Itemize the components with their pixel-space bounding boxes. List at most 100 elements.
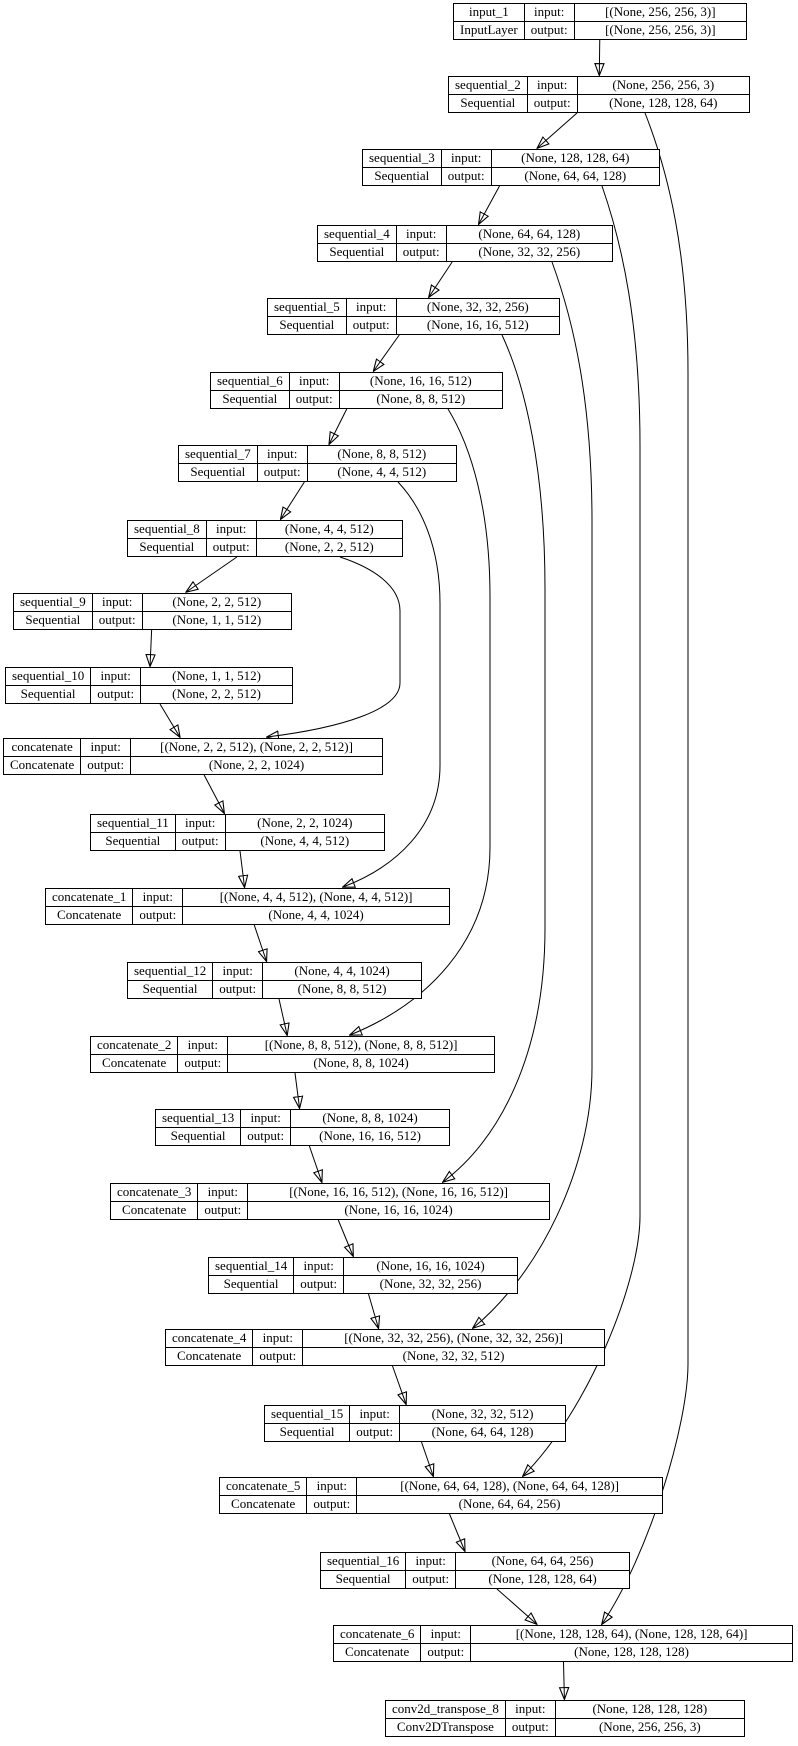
output-label: output: bbox=[294, 1275, 345, 1293]
input-label: input: bbox=[406, 1553, 457, 1571]
input-label: input: bbox=[198, 1184, 249, 1202]
input-label: input: bbox=[213, 963, 264, 981]
input-shape: [(None, 2, 2, 512), (None, 2, 2, 512)] bbox=[131, 739, 382, 757]
input-label: input: bbox=[396, 226, 447, 244]
output-label: output: bbox=[91, 685, 142, 703]
output-shape: (None, 32, 32, 256) bbox=[478, 244, 581, 260]
input-shape: (None, 32, 32, 512) bbox=[400, 1406, 565, 1424]
edge-main-concatenate_2-sequential_13 bbox=[295, 1072, 300, 1108]
output-shape: (None, 16, 16, 512) bbox=[319, 1128, 421, 1144]
input-shape: (None, 16, 16, 512) bbox=[339, 373, 502, 391]
input-label: input: bbox=[253, 1330, 304, 1348]
layer-type: Sequential bbox=[318, 243, 397, 261]
output-label: output: bbox=[213, 980, 264, 998]
output-shape: (None, 8, 8, 1024) bbox=[313, 1055, 409, 1071]
layer-type: Sequential bbox=[268, 316, 347, 334]
layer-name: sequential_7 bbox=[179, 446, 258, 464]
input-shape: [(None, 64, 64, 128), (None, 64, 64, 128… bbox=[357, 1478, 662, 1496]
edge-main-sequential_10-concatenate bbox=[159, 703, 180, 737]
output-label: output: bbox=[350, 1423, 401, 1441]
layer-name: sequential_3 bbox=[363, 150, 442, 168]
input-shape: (None, 16, 16, 1024) bbox=[344, 1258, 517, 1276]
layer-type: Concatenate bbox=[111, 1201, 199, 1219]
input-label: input: bbox=[421, 1626, 472, 1644]
output-shape: [(None, 256, 256, 3)] bbox=[605, 22, 716, 38]
edge-main-sequential_8-sequential_9 bbox=[186, 556, 238, 592]
layer-name: sequential_14 bbox=[209, 1258, 295, 1276]
output-label: output: bbox=[241, 1127, 292, 1145]
input-shape: (None, 64, 64, 256) bbox=[456, 1553, 629, 1571]
layer-type: Concatenate bbox=[334, 1643, 422, 1661]
output-shape: (None, 16, 16, 1024) bbox=[344, 1202, 453, 1218]
layer-name: sequential_10 bbox=[6, 668, 92, 686]
edge-skip-sequential_4-concatenate_4 bbox=[473, 261, 593, 1328]
edge-main-sequential_11-concatenate_1 bbox=[240, 850, 245, 887]
edge-main-concatenate_5-sequential_16 bbox=[449, 1513, 465, 1551]
layer-type: Concatenate bbox=[220, 1495, 308, 1513]
output-label: output: bbox=[207, 538, 257, 556]
edge-main-sequential_5-sequential_6 bbox=[374, 334, 400, 371]
input-label: input: bbox=[505, 1701, 556, 1719]
layer-name: concatenate_5 bbox=[220, 1478, 308, 1496]
output-shape: (None, 16, 16, 512) bbox=[426, 317, 529, 333]
input-label: input: bbox=[524, 4, 575, 22]
layer-name: sequential_12 bbox=[128, 963, 214, 981]
edge-main-sequential_4-sequential_5 bbox=[429, 261, 453, 297]
edge-skip-sequential_8-concatenate bbox=[267, 556, 401, 737]
output-label: output: bbox=[442, 167, 492, 185]
layer-type: Sequential bbox=[363, 167, 442, 185]
input-shape: [(None, 4, 4, 512), (None, 4, 4, 512)] bbox=[183, 889, 449, 907]
output-shape: (None, 8, 8, 512) bbox=[376, 391, 466, 407]
layer-type: Sequential bbox=[265, 1423, 351, 1441]
edge-main-sequential_2-sequential_3 bbox=[537, 112, 578, 148]
output-shape: (None, 2, 2, 512) bbox=[172, 686, 261, 702]
layer-type: Sequential bbox=[128, 538, 207, 556]
input-label: input: bbox=[241, 1110, 292, 1128]
edge-main-sequential_15-concatenate_5 bbox=[421, 1441, 434, 1476]
edge-main-concatenate_3-sequential_14 bbox=[337, 1219, 353, 1256]
layer-type: Concatenate bbox=[4, 756, 82, 774]
edge-main-concatenate_1-sequential_12 bbox=[253, 924, 266, 961]
output-shape: (None, 128, 128, 128) bbox=[574, 1644, 689, 1660]
layer-type: Concatenate bbox=[46, 906, 134, 924]
edge-main-concatenate-sequential_11 bbox=[203, 774, 224, 813]
input-label: input: bbox=[133, 889, 184, 907]
layer-name: sequential_8 bbox=[128, 521, 207, 539]
input-shape: (None, 2, 2, 1024) bbox=[225, 815, 384, 833]
output-shape: (None, 4, 4, 512) bbox=[337, 464, 427, 480]
layer-name: sequential_13 bbox=[156, 1110, 242, 1128]
output-shape: (None, 128, 128, 64) bbox=[488, 1571, 597, 1587]
layer-type: Concatenate bbox=[166, 1347, 254, 1365]
layer-type: Sequential bbox=[91, 832, 176, 850]
input-shape: [(None, 16, 16, 512), (None, 16, 16, 512… bbox=[248, 1184, 549, 1202]
layer-name: sequential_9 bbox=[14, 594, 93, 612]
layer-name: concatenate_6 bbox=[334, 1626, 422, 1644]
input-shape: [(None, 256, 256, 3)] bbox=[574, 4, 746, 22]
output-label: output: bbox=[178, 1054, 229, 1072]
input-label: input: bbox=[294, 1258, 345, 1276]
edge-main-sequential_14-concatenate_4 bbox=[368, 1293, 379, 1328]
output-shape: (None, 64, 64, 128) bbox=[431, 1424, 534, 1440]
output-shape: (None, 4, 4, 512) bbox=[260, 833, 350, 849]
layer-name: concatenate_3 bbox=[111, 1184, 199, 1202]
edge-main-sequential_9-sequential_10 bbox=[150, 629, 152, 666]
output-label: output: bbox=[347, 316, 397, 334]
input-label: input: bbox=[289, 373, 340, 391]
output-shape: (None, 8, 8, 512) bbox=[297, 981, 387, 997]
input-shape: (None, 8, 8, 1024) bbox=[291, 1110, 449, 1128]
input-shape: [(None, 8, 8, 512), (None, 8, 8, 512)] bbox=[228, 1037, 494, 1055]
